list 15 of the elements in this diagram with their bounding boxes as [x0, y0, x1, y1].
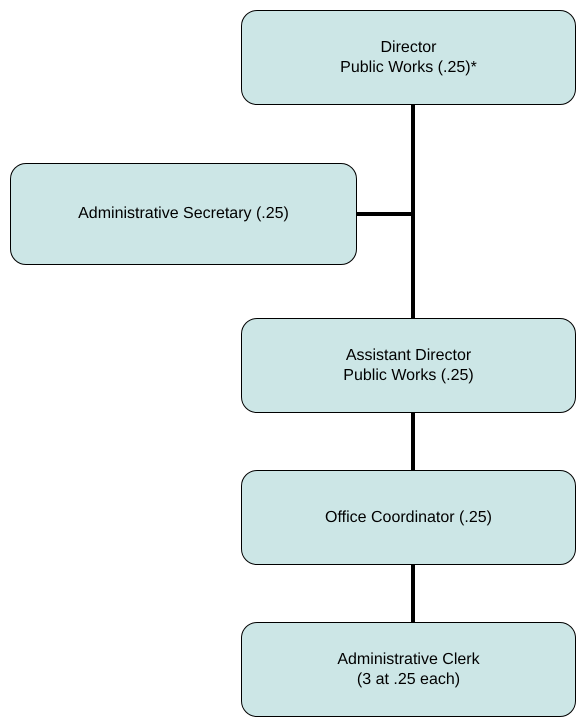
position-box [241, 318, 576, 413]
position-title: Administrative Clerk [337, 650, 480, 670]
position-title: Assistant Director [346, 346, 472, 366]
position-title: Office Coordinator (.25) [325, 508, 492, 528]
position-title: (3 at .25 each) [356, 670, 460, 689]
position-box [10, 163, 357, 265]
position-title: Director [380, 38, 436, 58]
position-box [241, 10, 576, 105]
connector-line [411, 413, 415, 470]
position-title: Administrative Secretary (.25) [78, 204, 289, 224]
position-box [241, 622, 576, 717]
position-box [241, 470, 576, 565]
position-title: Public Works (.25) [343, 366, 474, 385]
position-title: Public Works (.25)* [340, 58, 477, 77]
connector-line [411, 565, 415, 622]
